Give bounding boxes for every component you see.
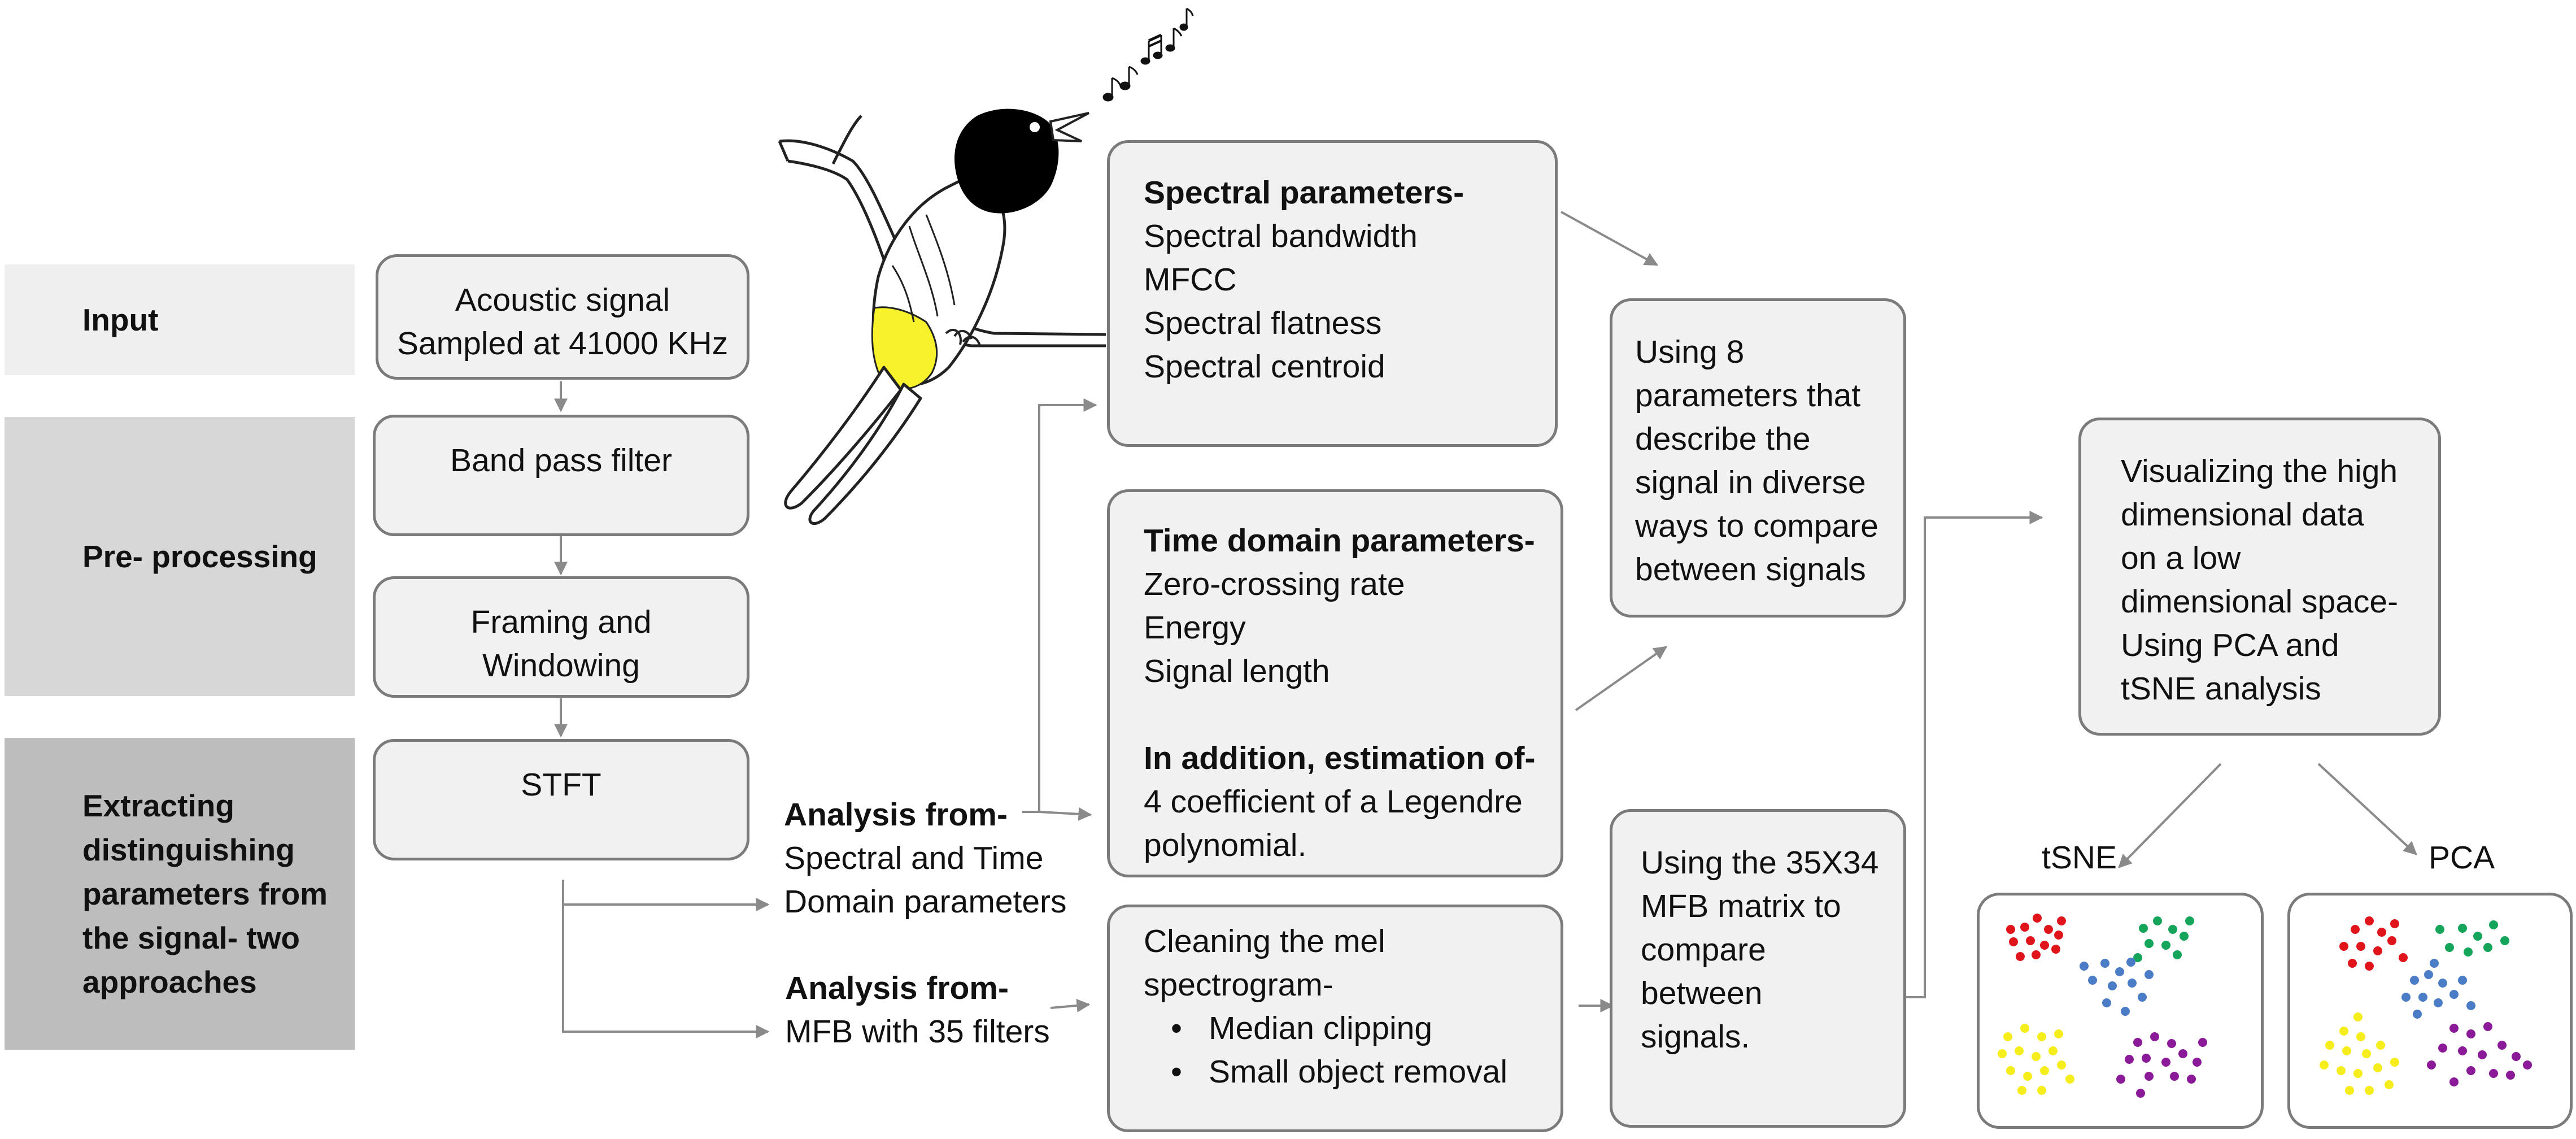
pca-cluster-yellow [2320, 1012, 2399, 1095]
arrow-visualize-to-pca [2317, 763, 2417, 855]
stage-label-extracting-line: Extracting [82, 788, 234, 823]
tsne-cluster-green [2133, 916, 2194, 962]
mel-bullet-item: Small object removal [1144, 1050, 1538, 1094]
spectral-item: MFCC [1144, 261, 1237, 298]
tsne-scatter [1998, 914, 2207, 1098]
pca-scatter-panel [2287, 893, 2573, 1129]
windowing-line: Windowing [482, 647, 640, 684]
stage-label-extracting-line: parameters from [82, 876, 328, 911]
framing-line: Framing and [470, 604, 652, 640]
tsne-cluster-yellow [1998, 1024, 2074, 1095]
spectral-heading: Spectral parameters- [1144, 175, 1464, 211]
compare-line: parameters that [1635, 377, 1861, 414]
arrow-analysis-mfb-to-mel-box [1050, 998, 1091, 1012]
stage-label-extracting-line: the signal- two [82, 920, 300, 956]
compare-mfb-box: Using the 35X34 MFB matrix to compare be… [1610, 809, 1906, 1128]
legendre-line: 4 coefficient of a Legendre [1144, 783, 1523, 820]
compare-parameters-box: Using 8 parameters that describe the sig… [1610, 298, 1906, 618]
compare-line: signal in diverse [1635, 464, 1866, 501]
tsne-cluster-red [2006, 914, 2066, 961]
tsne-cluster-blue [2080, 958, 2154, 1016]
compare-mfb-line: between [1641, 975, 1763, 1011]
framing-windowing-box: Framing and Windowing [373, 576, 749, 698]
pca-cluster-purple [2427, 1022, 2532, 1086]
time-item: Zero-crossing rate [1144, 566, 1405, 602]
time-item: Energy [1144, 609, 1246, 646]
stft-label: STFT [521, 767, 601, 803]
analysis-line: MFB with 35 filters [785, 1013, 1050, 1050]
pca-cluster-red [2339, 916, 2408, 971]
compare-line: describe the [1635, 420, 1811, 457]
mel-line: spectrogram- [1144, 966, 1333, 1003]
legendre-heading: In addition, estimation of- [1144, 740, 1536, 776]
compare-line: Using 8 [1635, 334, 1745, 370]
stage-label-extracting-line: approaches [82, 964, 257, 1000]
arrow-analysis-to-time-box [1039, 807, 1092, 821]
pca-cluster-blue [2401, 959, 2475, 1019]
mel-bullet-list: Median clipping Small object removal [1144, 1007, 1538, 1094]
spectral-parameters-box: Spectral parameters- Spectral bandwidth … [1107, 140, 1558, 447]
analysis-line: Domain parameters [784, 883, 1067, 920]
arrow-stft-to-analysis-spectral-time [562, 880, 770, 911]
arrow-visualize-to-tsne [2118, 763, 2222, 868]
compare-mfb-line: Using the 35X34 [1641, 845, 1879, 881]
stft-box: STFT [373, 739, 749, 860]
band-pass-filter-box: Band pass filter [373, 415, 749, 536]
spectral-item: Spectral flatness [1144, 305, 1382, 341]
time-item: Signal length [1144, 653, 1330, 689]
arrow-compare-to-visualize [1903, 511, 2043, 998]
stage-label-input: Input [82, 302, 159, 337]
stage-band-input: Input [5, 264, 355, 375]
visualize-line: dimensional data [2121, 496, 2364, 533]
stage-label-extracting-line: distinguishing [82, 832, 295, 867]
mel-bullet-item: Median clipping [1144, 1007, 1538, 1050]
mel-line: Cleaning the mel [1144, 923, 1385, 959]
stage-label-preprocessing: Pre- processing [82, 538, 317, 574]
band-pass-filter-label: Band pass filter [450, 442, 672, 479]
pca-label: PCA [2429, 840, 2495, 876]
analysis-mfb-label: Analysis from- MFB with 35 filters [785, 967, 1050, 1054]
stage-band-extracting: Extracting distinguishing parameters fro… [5, 738, 355, 1050]
analysis-heading: Analysis from- [785, 970, 1009, 1006]
compare-mfb-line: MFB matrix to [1641, 888, 1841, 924]
visualize-line: on a low [2121, 540, 2241, 576]
compare-mfb-line: compare [1641, 931, 1766, 968]
spectral-item: Spectral bandwidth [1144, 218, 1418, 254]
visualize-line: tSNE analysis [2121, 670, 2321, 707]
arrow-stft-to-analysis-mfb [562, 905, 770, 1038]
compare-mfb-line: signals. [1641, 1018, 1750, 1055]
stage-band-preprocessing: Pre- processing [5, 417, 355, 696]
visualize-line: Visualizing the high [2121, 453, 2398, 489]
tsne-scatter-panel [1977, 893, 2264, 1129]
visualize-box: Visualizing the high dimensional data on… [2078, 418, 2441, 736]
analysis-heading: Analysis from- [784, 797, 1008, 833]
sampling-rate-line: Sampled at 41000 KHz [396, 325, 729, 362]
visualize-line: dimensional space- [2121, 583, 2399, 620]
acoustic-signal-line: Acoustic signal [455, 282, 670, 318]
analysis-spectral-time-label: Analysis from- Spectral and Time Domain … [784, 793, 1067, 924]
tsne-cluster-purple [2116, 1032, 2207, 1098]
legendre-line: polynomial. [1144, 827, 1307, 863]
arrow-analysis-to-spectral-box [1022, 398, 1097, 813]
compare-line: between signals [1635, 551, 1866, 588]
analysis-line: Spectral and Time [784, 840, 1044, 876]
spectral-item: Spectral centroid [1144, 348, 1385, 385]
compare-line: ways to compare [1635, 507, 1878, 544]
time-heading: Time domain parameters- [1144, 523, 1535, 559]
tsne-label: tSNE [2042, 840, 2117, 876]
pca-scatter [2320, 916, 2532, 1095]
acoustic-signal-box: Acoustic signal Sampled at 41000 KHz [376, 254, 749, 380]
time-domain-parameters-box: Time domain parameters- Zero-crossing ra… [1107, 489, 1563, 877]
arrow-time-to-compare [1575, 646, 1667, 711]
pca-cluster-green [2435, 920, 2509, 957]
arrow-spectral-to-compare [1561, 211, 1659, 266]
mel-spectrogram-box: Cleaning the mel spectrogram- Median cli… [1107, 905, 1563, 1132]
visualize-line: Using PCA and [2121, 627, 2339, 663]
spacer [1144, 693, 1538, 737]
